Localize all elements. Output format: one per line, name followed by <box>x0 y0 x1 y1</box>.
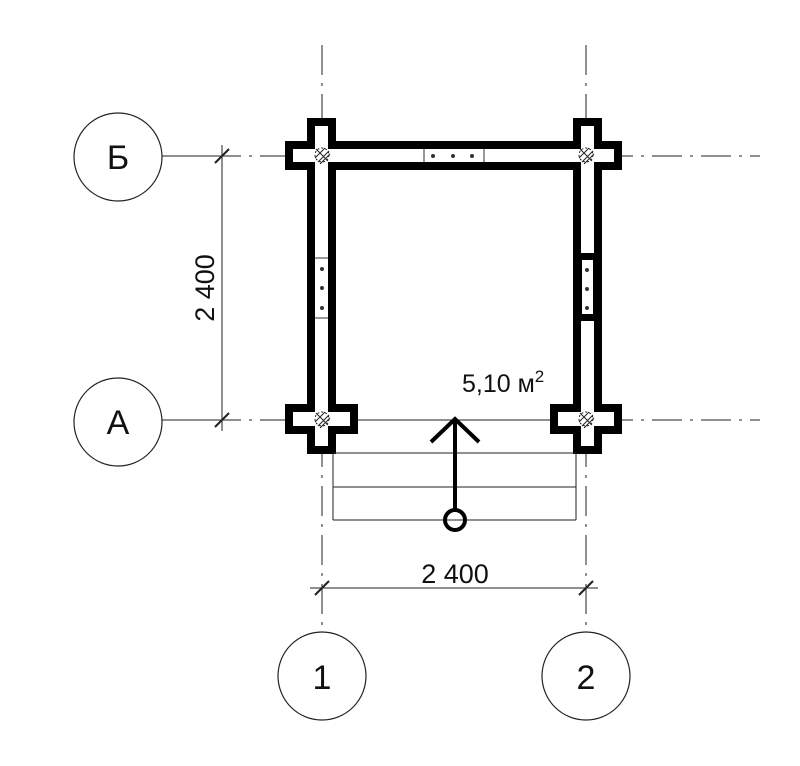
corner-hatches <box>314 147 595 429</box>
window-right <box>577 253 598 321</box>
axis-label-1: 1 <box>313 659 332 697</box>
dimension-vertical <box>162 145 232 431</box>
axis-bubble-1 <box>277 631 367 721</box>
axis-label-2: 2 <box>577 659 596 697</box>
window-left <box>315 257 328 319</box>
axis-bubble-b <box>73 112 163 202</box>
walls-outline <box>285 118 622 454</box>
dimension-horizontal <box>310 580 598 596</box>
entrance-arrow-icon <box>429 416 481 532</box>
hatch-a2 <box>578 411 595 429</box>
axis-label-a: А <box>107 404 130 442</box>
windows <box>315 149 598 321</box>
axis-label-b: Б <box>107 139 129 177</box>
dimension-horizontal-label: 2 400 <box>421 559 489 589</box>
hatch-b2 <box>578 147 595 165</box>
dimension-vertical-label: 2 400 <box>190 254 220 322</box>
grid-axes <box>162 45 760 632</box>
axis-bubbles <box>73 112 631 721</box>
walls-inner <box>293 126 614 446</box>
window-top <box>423 149 485 162</box>
hatch-a1 <box>314 411 331 429</box>
hatch-b1 <box>314 147 331 165</box>
axis-bubble-2 <box>541 631 631 721</box>
axis-bubble-a <box>73 377 163 467</box>
room-area: 5,10 м2 <box>462 367 544 398</box>
